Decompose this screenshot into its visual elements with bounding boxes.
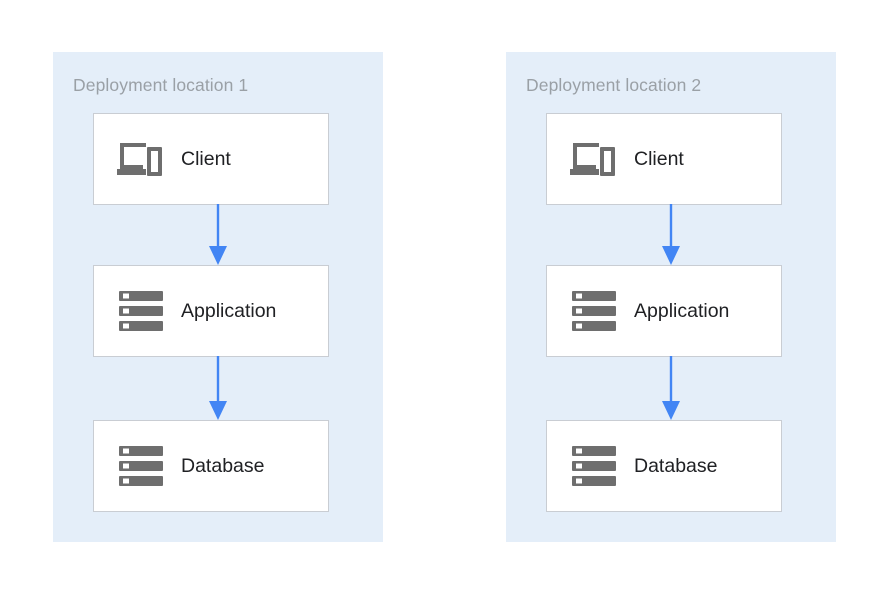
server-icon [113, 283, 169, 339]
node-client-location-2[interactable]: Client [546, 113, 782, 205]
node-client-location-1[interactable]: Client [93, 113, 329, 205]
deployment-location-1-title: Deployment location 1 [73, 75, 249, 95]
arrow-client-to-application-1 [205, 204, 231, 266]
node-label-client: Client [634, 147, 684, 170]
devices-icon [113, 131, 169, 187]
server-icon [566, 283, 622, 339]
deployment-location-2-title: Deployment location 2 [526, 75, 702, 95]
node-label-client: Client [181, 147, 231, 170]
node-database-location-2[interactable]: Database [546, 420, 782, 512]
devices-icon [566, 131, 622, 187]
arrow-client-to-application-2 [658, 204, 684, 266]
node-application-location-2[interactable]: Application [546, 265, 782, 357]
deployment-location-1-panel: Deployment location 1 Client [53, 52, 383, 542]
node-application-location-1[interactable]: Application [93, 265, 329, 357]
node-label-database: Database [634, 454, 718, 477]
deployment-location-2-panel: Deployment location 2 Client [506, 52, 836, 542]
server-icon [113, 438, 169, 494]
server-icon [566, 438, 622, 494]
arrow-application-to-database-1 [205, 356, 231, 421]
node-label-application: Application [181, 299, 277, 322]
node-database-location-1[interactable]: Database [93, 420, 329, 512]
node-label-application: Application [634, 299, 730, 322]
node-label-database: Database [181, 454, 265, 477]
arrow-application-to-database-2 [658, 356, 684, 421]
